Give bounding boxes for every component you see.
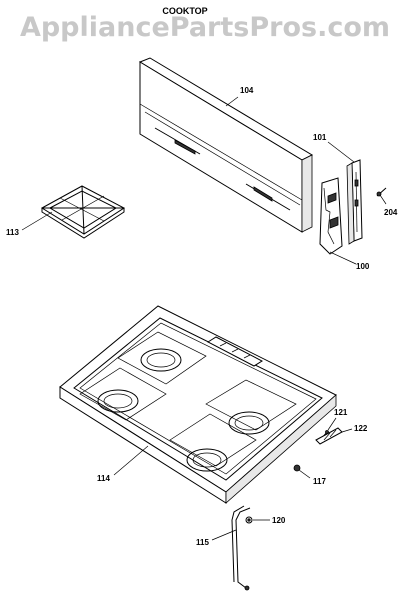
burner-bowl-front-right [169,413,257,472]
part-plug [293,464,301,472]
part-screw [376,187,387,197]
part-burner-grate [41,185,125,239]
part-backsplash-panel [138,57,314,233]
part-spring-clip [315,427,343,445]
callout-114: 114 [97,474,110,483]
callout-122: 122 [354,424,368,433]
burner-bowl-front-left [79,367,167,421]
callout-113: 113 [6,228,19,237]
callout-204: 204 [384,208,398,217]
watermark-text: AppliancePartsPros.com [20,12,390,43]
callout-115: 115 [196,538,209,547]
diagram-title: COOKTOP [162,6,207,16]
burner-bowl-rear-right [205,379,297,435]
callout-117: 117 [313,477,326,486]
burner-bowl-rear-left [117,331,207,385]
callout-100: 100 [356,262,370,271]
callout-101: 101 [313,133,327,142]
part-retainer [245,516,253,524]
leader-lines [21,96,387,541]
callout-104: 104 [240,86,254,95]
callout-121: 121 [334,408,348,417]
part-side-trim [319,177,343,255]
part-end-cap-bracket [346,159,363,245]
callout-120: 120 [272,516,286,525]
part-support-rod [231,505,251,591]
part-cooktop-top [59,305,337,504]
